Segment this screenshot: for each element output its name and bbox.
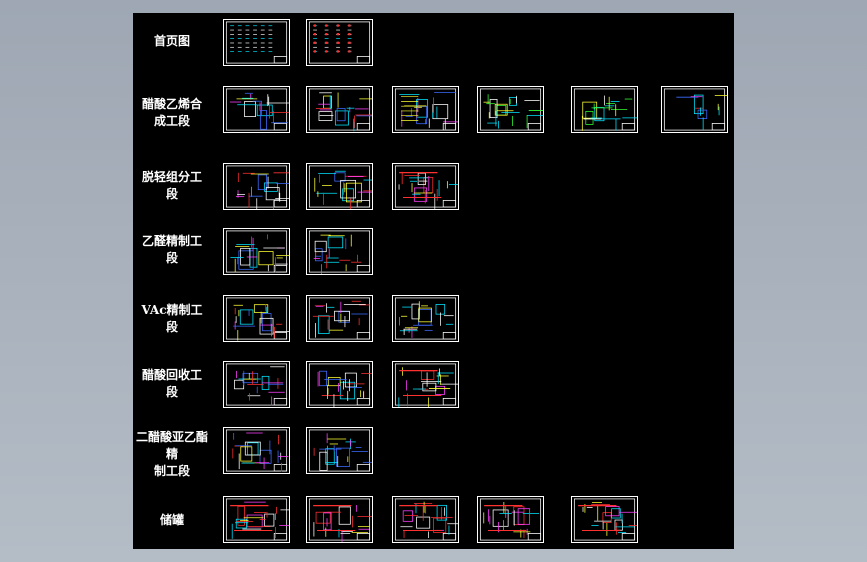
drawing-sheet-thumbnail[interactable]	[223, 295, 290, 342]
drawing-sheet-thumbnail[interactable]	[477, 86, 544, 133]
schematic-drawing	[394, 363, 458, 407]
drawing-sheet-thumbnail[interactable]	[223, 496, 290, 543]
drawing-sheet-thumbnail[interactable]	[392, 295, 459, 342]
drawing-sheet-thumbnail[interactable]	[223, 427, 290, 474]
drawing-sheet-thumbnail[interactable]	[223, 19, 290, 66]
schematic-drawing	[394, 165, 458, 209]
drawing-sheet-thumbnail[interactable]	[306, 496, 373, 543]
drawing-sheet-thumbnail[interactable]	[306, 361, 373, 408]
schematic-drawing	[308, 429, 372, 472]
schematic-drawing	[394, 297, 457, 340]
drawing-sheet-thumbnail[interactable]	[477, 496, 544, 543]
drawing-sheet-thumbnail[interactable]	[661, 86, 728, 133]
schematic-drawing	[394, 498, 458, 541]
schematic-drawing	[225, 429, 289, 472]
schematic-drawing	[663, 88, 727, 131]
drawing-sheet-thumbnail[interactable]	[306, 163, 373, 210]
schematic-drawing	[308, 230, 371, 274]
drawing-sheet-thumbnail[interactable]	[571, 496, 638, 543]
schematic-drawing	[479, 88, 543, 131]
drawing-sheet-thumbnail[interactable]	[571, 86, 638, 133]
drawing-sheet-thumbnail[interactable]	[392, 361, 459, 408]
drawing-sheet-thumbnail[interactable]	[223, 86, 290, 133]
schematic-drawing	[225, 498, 289, 541]
schematic-drawing	[225, 297, 289, 341]
schematic-drawing	[394, 88, 458, 131]
drawing-sheet-thumbnail[interactable]	[392, 86, 459, 133]
row-label: 醋酸回收工 段	[141, 368, 202, 399]
schematic-drawing	[479, 498, 542, 541]
row-label: 首页图	[153, 34, 190, 48]
drawing-sheet-thumbnail[interactable]	[306, 19, 373, 66]
drawing-sheet-thumbnail[interactable]	[392, 163, 459, 210]
schematic-drawing	[308, 363, 372, 407]
schematic-drawing	[308, 498, 372, 542]
schematic-drawing	[225, 21, 288, 64]
row-label: 脱轻组分工 段	[141, 170, 202, 201]
schematic-drawing	[225, 165, 289, 209]
schematic-drawing	[573, 88, 637, 131]
drawing-canvas[interactable]: 首页图醋酸乙烯合 成工段脱轻组分工 段乙醛精制工 段 VAc精制工 段醋酸回收工 …	[133, 13, 734, 549]
row-label: 醋酸乙烯合 成工段	[141, 97, 202, 128]
drawing-sheet-thumbnail[interactable]	[223, 228, 290, 275]
schematic-drawing	[225, 230, 289, 273]
drawing-sheet-thumbnail[interactable]	[223, 163, 290, 210]
schematic-drawing	[573, 498, 637, 541]
schematic-drawing	[308, 88, 372, 132]
row-label: 储罐	[159, 513, 184, 527]
row-label: 二醋酸亚乙酯精 制工段	[135, 430, 208, 478]
row-label: VAc精制工 段	[141, 303, 203, 334]
schematic-drawing	[308, 165, 372, 209]
drawing-sheet-thumbnail[interactable]	[392, 496, 459, 543]
drawing-sheet-thumbnail[interactable]	[306, 228, 373, 275]
row-label: 乙醛精制工 段	[141, 234, 202, 265]
drawing-sheet-thumbnail[interactable]	[223, 361, 290, 408]
schematic-drawing	[308, 21, 371, 64]
drawing-sheet-thumbnail[interactable]	[306, 295, 373, 342]
schematic-drawing	[308, 297, 371, 340]
drawing-sheet-thumbnail[interactable]	[306, 427, 373, 474]
drawing-sheet-thumbnail[interactable]	[306, 86, 373, 133]
schematic-drawing	[225, 363, 288, 406]
schematic-drawing	[225, 88, 289, 131]
